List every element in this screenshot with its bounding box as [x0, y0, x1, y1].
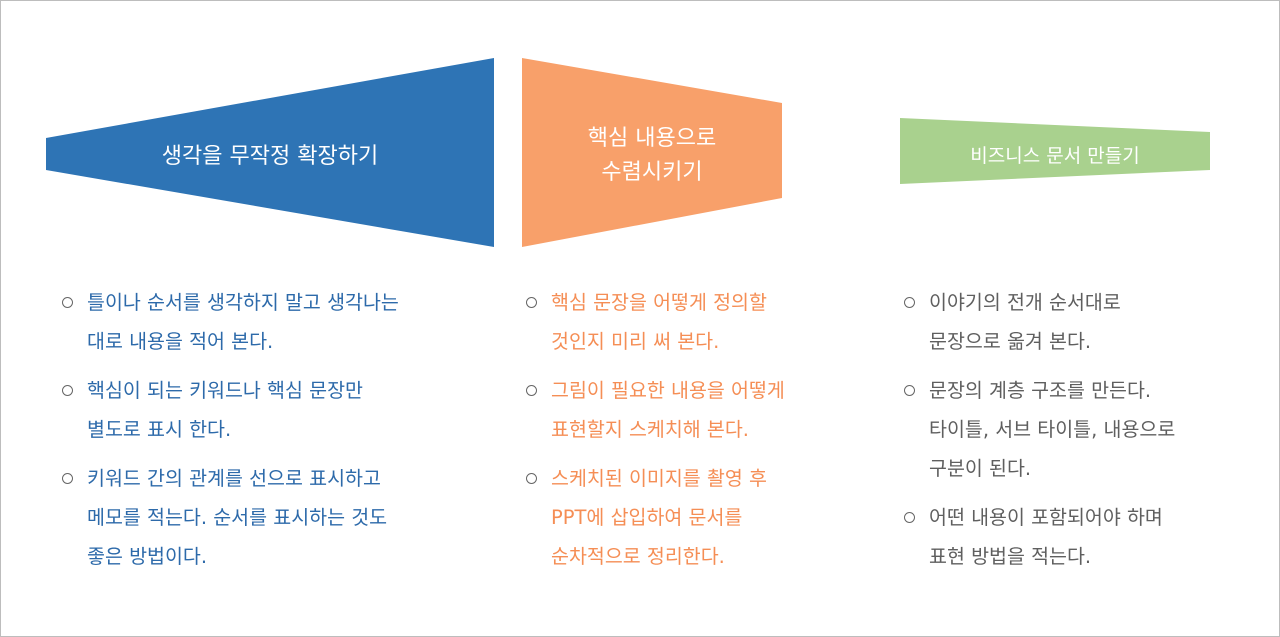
list-item: 문장의 계층 구조를 만든다. 타이틀, 서브 타이틀, 내용으로 구분이 된다…	[902, 371, 1242, 488]
stage-1-list: 틀이나 순서를 생각하지 말고 생각나는 대로 내용을 적어 본다. 핵심이 되…	[60, 283, 480, 586]
stage-3-title: 비즈니스 문서 만들기	[970, 145, 1140, 167]
list-item: 이야기의 전개 순서대로 문장으로 옮겨 본다.	[902, 283, 1242, 361]
stage-2-converging-shape	[522, 58, 782, 247]
stage-2-list: 핵심 문장을 어떻게 정의할 것인지 미리 써 본다. 그림이 필요한 내용을 …	[524, 283, 864, 586]
stage-3-document-shape	[900, 118, 1210, 184]
stage-2-title: 핵심 내용으로 수렴시키기	[587, 126, 717, 185]
list-item: 핵심이 되는 키워드나 핵심 문장만 별도로 표시 한다.	[60, 371, 480, 449]
stage-1-title: 생각을 무작정 확장하기	[161, 144, 379, 169]
list-item: 핵심 문장을 어떻게 정의할 것인지 미리 써 본다.	[524, 283, 864, 361]
stage-1-expanding-shape	[46, 58, 494, 247]
list-item: 틀이나 순서를 생각하지 말고 생각나는 대로 내용을 적어 본다.	[60, 283, 480, 361]
stage-3-list: 이야기의 전개 순서대로 문장으로 옮겨 본다. 문장의 계층 구조를 만든다.…	[902, 283, 1242, 586]
list-item: 어떤 내용이 포함되어야 하며 표현 방법을 적는다.	[902, 498, 1242, 576]
list-item: 스케치된 이미지를 촬영 후 PPT에 삽입하여 문서를 순차적으로 정리한다.	[524, 459, 864, 576]
list-item: 키워드 간의 관계를 선으로 표시하고 메모를 적는다. 순서를 표시하는 것도…	[60, 459, 480, 576]
list-item: 그림이 필요한 내용을 어떻게 표현할지 스케치해 본다.	[524, 371, 864, 449]
